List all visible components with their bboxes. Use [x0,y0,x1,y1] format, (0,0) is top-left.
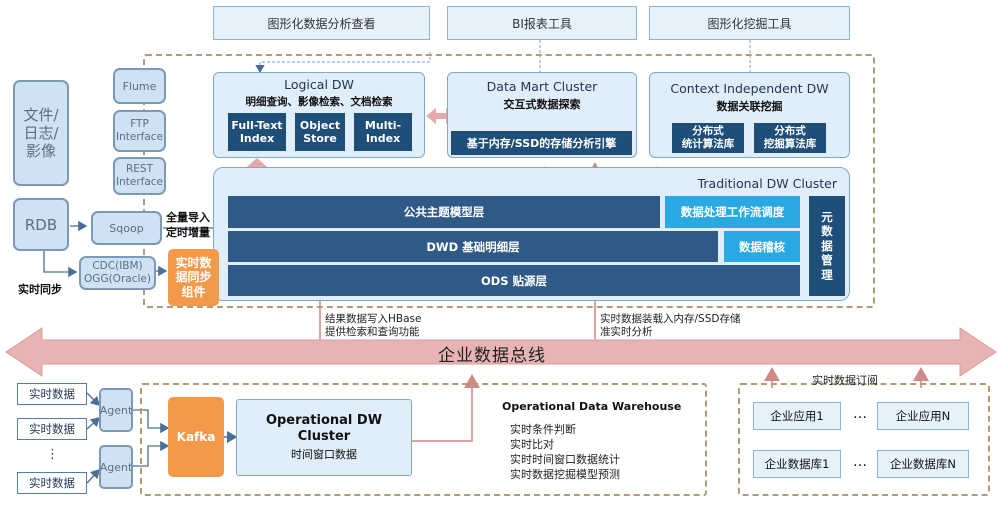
memory-ssd-engine-box: 基于内存/SSD的存储分析引擎 [451,131,632,155]
enterprise-app-n: 企业应用N [877,402,969,430]
logical-dw-title: Logical DW [284,77,354,92]
time-window-data-label: 时间窗口数据 [291,447,357,461]
traditional-dw-title: Traditional DW Cluster [697,176,837,191]
logical-dw-subtitle: 明细查询、影像检索、文档检索 [245,96,393,108]
realtime-subscribe-note: 实时数据订阅 [812,374,878,387]
enterprise-data-bus-label: 企业数据总线 [438,346,546,366]
realtime-data-box: 实时数据 [17,472,87,494]
cdc-ogg-box: CDC(IBM) OGG(Oracle) [79,256,156,290]
realtime-sync-note: 实时同步 [18,283,62,296]
data-mart-title: Data Mart Cluster [486,79,598,94]
vertical-ellipsis: ⋮ [46,447,59,462]
logical-dw-box: Logical DW 明细查询、影像检索、文档检索 Full-Text Inde… [213,72,425,158]
agent-box: Agent [99,445,133,489]
operational-dw-heading: Operational Data Warehouse [502,400,682,413]
realtime-sync-component: 实时数 据同步 组件 [168,249,219,306]
bi-report-tool[interactable]: BI报表工具 [447,6,637,40]
flume-box: Flume [113,68,166,104]
data-audit-box: 数据稽核 [724,231,800,262]
graph-mining-tool-label: 图形化挖掘工具 [707,16,792,31]
full-text-index-box: Full-Text Index [228,113,286,151]
graph-mining-tool[interactable]: 图形化挖掘工具 [649,6,850,40]
sqoop-box: Sqoop [91,211,162,245]
hbase-result-note: 结果数据写入HBase 提供检索和查询功能 [325,313,422,338]
horizontal-ellipsis: … [853,406,867,422]
kafka-box: Kafka [168,397,224,477]
dwd-detail-layer: DWD 基础明细层 [228,231,718,262]
realtime-data-box: 实时数据 [17,418,87,440]
operational-dw-functions: 实时条件判断 实时比对 实时时间窗口数据统计 实时数据挖掘模型预测 [510,422,620,482]
rest-interface-box: REST Interface [113,157,166,195]
enterprise-systems-frame [738,383,990,496]
multi-index-box: Multi- Index [354,113,412,151]
file-log-image-source: 文件/ 日志/ 影像 [13,80,69,186]
agent-box: Agent [99,388,133,432]
metadata-management-box: 元 数 据 管 理 [809,196,845,296]
full-incremental-load-note: 全量导入 定时增量 [166,211,210,239]
odw-function-item: 实时时间窗口数据统计 [510,453,620,466]
operational-dw-frame [140,383,707,496]
realtime-data-box: 实时数据 [17,383,87,405]
enterprise-db-1: 企业数据库1 [753,450,841,478]
operational-dw-cluster-title: Operational DW Cluster [265,413,383,444]
data-mart-subtitle: 交互式数据探索 [503,98,581,111]
horizontal-ellipsis: … [853,454,867,470]
graph-analysis-tool[interactable]: 图形化数据分析查看 [213,6,430,40]
distributed-mining-lib-box: 分布式 挖掘算法库 [754,123,826,153]
common-topic-layer: 公共主题模型层 [228,196,660,228]
data-mart-box: Data Mart Cluster 交互式数据探索 基于内存/SSD的存储分析引… [447,72,637,158]
context-dw-subtitle: 数据关联挖掘 [716,100,783,113]
rdb-source: RDB [13,198,69,251]
operational-dw-cluster-box: Operational DW Cluster 时间窗口数据 [236,399,412,476]
distributed-stats-lib-box: 分布式 统计算法库 [672,123,744,153]
enterprise-app-1: 企业应用1 [753,402,841,430]
context-dw-title: Context Independent DW [670,81,829,96]
memory-load-note: 实时数据装载入内存/SSD存储 准实时分析 [600,313,741,338]
object-store-box: Object Store [295,113,345,151]
odw-function-item: 实时条件判断 [510,423,576,436]
odw-function-item: 实时数据挖掘模型预测 [510,468,620,481]
workflow-scheduling-box: 数据处理工作流调度 [665,196,800,228]
ods-source-layer: ODS 贴源层 [228,265,800,296]
graph-analysis-tool-label: 图形化数据分析查看 [267,16,376,31]
context-dw-box: Context Independent DW 数据关联挖掘 分布式 统计算法库 … [649,72,850,158]
bi-report-tool-label: BI报表工具 [512,16,572,31]
ftp-interface-box: FTP Interface [113,110,166,152]
odw-function-item: 实时比对 [510,438,554,451]
enterprise-db-n: 企业数据库N [877,450,969,478]
